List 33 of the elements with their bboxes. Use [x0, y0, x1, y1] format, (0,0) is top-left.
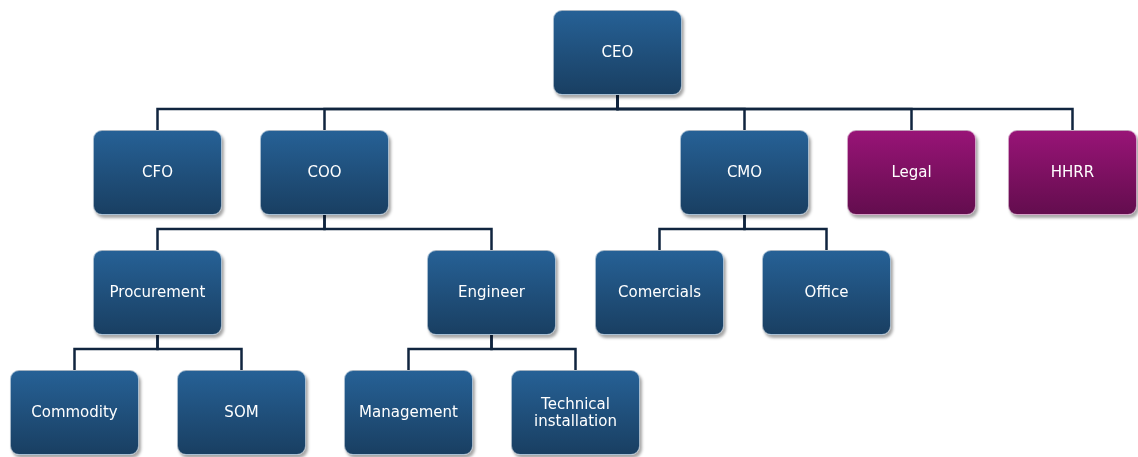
role-box [680, 130, 809, 215]
node-label: Comercials [617, 284, 702, 301]
department-box [847, 130, 976, 215]
node-label: HHRR [1049, 164, 1096, 181]
role-box [93, 250, 222, 335]
connector-line [156, 335, 243, 370]
node-label: Commodity [30, 404, 119, 421]
node-label: Procurement [108, 284, 207, 301]
role-box [93, 130, 222, 215]
node-label: CFO [141, 164, 174, 181]
node-label: SOM [223, 404, 260, 421]
role-box [595, 250, 724, 335]
role-box [10, 370, 139, 455]
node-label: COO [306, 164, 343, 181]
node-label: Office [803, 284, 850, 301]
department-box [1008, 130, 1137, 215]
connector-line [743, 215, 828, 250]
role-box [762, 250, 891, 335]
node-label: Engineer [457, 284, 526, 301]
node-label: Legal [890, 164, 933, 181]
connector-line [490, 335, 577, 370]
node-label: CEO [600, 44, 635, 61]
node-label: CMO [725, 164, 764, 181]
role-box [427, 250, 556, 335]
node-label: Management [358, 404, 459, 421]
connector-line [323, 215, 493, 250]
role-box [553, 10, 682, 95]
role-box [511, 370, 640, 455]
node-label: Technical installation [533, 396, 618, 429]
connector-line [616, 95, 1074, 130]
role-box [344, 370, 473, 455]
role-box [260, 130, 389, 215]
role-box [177, 370, 306, 455]
